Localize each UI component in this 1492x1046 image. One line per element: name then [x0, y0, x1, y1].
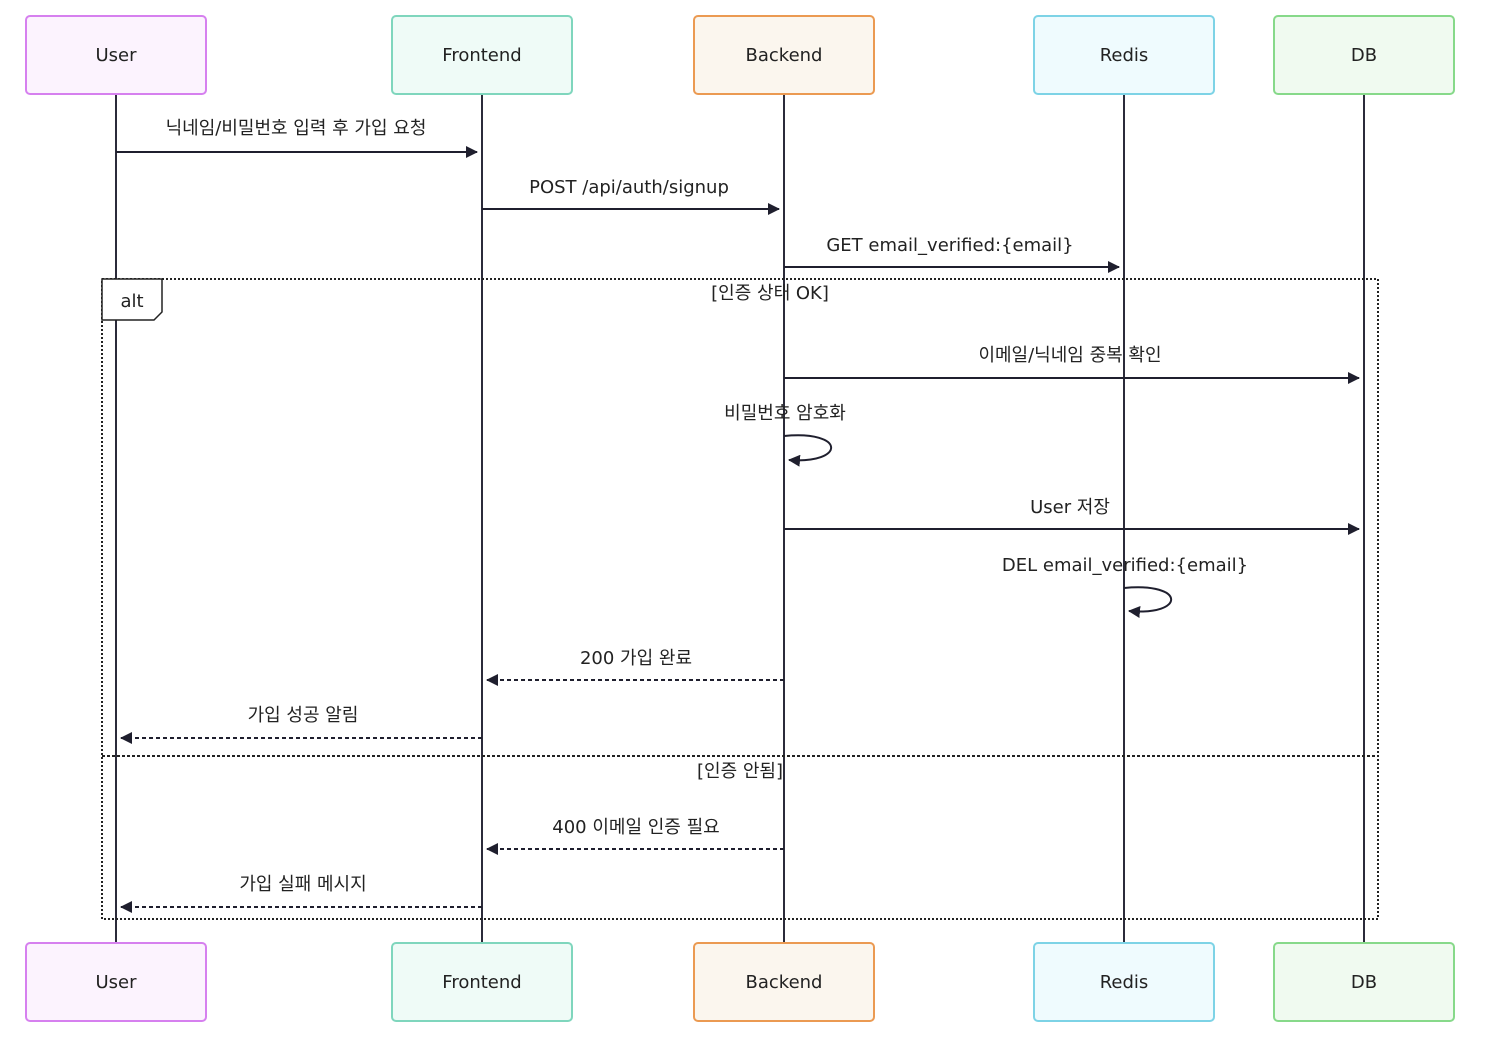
lifelines — [115, 94, 1365, 942]
message-label: 비밀번호 암호화 — [724, 403, 846, 424]
alt-frame-label: alt — [120, 291, 143, 312]
alt-frame-border — [101, 278, 1379, 920]
actor-user-bottom: User — [25, 942, 207, 1022]
actor-label: User — [95, 972, 137, 993]
actor-label: DB — [1351, 45, 1377, 66]
message-label: 가입 성공 알림 — [248, 705, 359, 726]
message-label: 닉네임/비밀번호 입력 후 가입 요청 — [166, 118, 427, 139]
message-label: 이메일/닉네임 중복 확인 — [978, 345, 1161, 366]
message-label: DEL email_verified:{email} — [1002, 555, 1248, 576]
actor-box — [25, 942, 207, 1022]
actor-box — [1033, 942, 1215, 1022]
actor-label: User — [95, 45, 137, 66]
message-self-arrow — [783, 434, 833, 467]
actor-box — [693, 15, 875, 95]
messages: 닉네임/비밀번호 입력 후 가입 요청 POST /api/auth/signu… — [116, 118, 1360, 913]
guard-auth-ok: [인증 상태 OK] — [711, 283, 829, 304]
message-label: User 저장 — [1030, 497, 1110, 518]
message-label: GET email_verified:{email} — [826, 235, 1073, 256]
actor-box — [25, 15, 207, 95]
actor-label: Frontend — [442, 972, 521, 993]
alt-frame-tag — [101, 278, 163, 321]
message-label: 200 가입 완료 — [580, 648, 692, 669]
actor-frontend-bottom: Frontend — [391, 942, 573, 1022]
actor-label: Redis — [1100, 972, 1149, 993]
actor-backend-top: Backend — [693, 15, 875, 95]
guard-auth-not-ok: [인증 안됨] — [697, 761, 783, 782]
actor-db-top: DB — [1273, 15, 1455, 95]
message-self-arrow — [1123, 586, 1173, 618]
actor-label: Backend — [746, 972, 823, 993]
message-label: POST /api/auth/signup — [529, 177, 729, 198]
actor-backend-bottom: Backend — [693, 942, 875, 1022]
actor-box — [1033, 15, 1215, 95]
actor-redis-bottom: Redis — [1033, 942, 1215, 1022]
actor-box — [391, 942, 573, 1022]
actor-box — [391, 15, 573, 95]
actor-box — [693, 942, 875, 1022]
actor-label: Backend — [746, 45, 823, 66]
actor-frontend-top: Frontend — [391, 15, 573, 95]
actor-db-bottom: DB — [1273, 942, 1455, 1022]
message-label: 가입 실패 메시지 — [239, 874, 366, 895]
message-label: 400 이메일 인증 필요 — [552, 817, 719, 838]
actor-redis-top: Redis — [1033, 15, 1215, 95]
actor-box — [1273, 15, 1455, 95]
actor-label: Frontend — [442, 45, 521, 66]
actor-label: DB — [1351, 972, 1377, 993]
actor-user-top: User — [25, 15, 207, 95]
actor-box — [1273, 942, 1455, 1022]
alt-frame: alt [인증 상태 OK] [인증 안됨] — [101, 278, 1379, 920]
actors-top: User Frontend Backend Redis DB — [25, 15, 1455, 95]
actor-label: Redis — [1100, 45, 1149, 66]
actors-bottom: User Frontend Backend Redis DB — [25, 942, 1455, 1022]
